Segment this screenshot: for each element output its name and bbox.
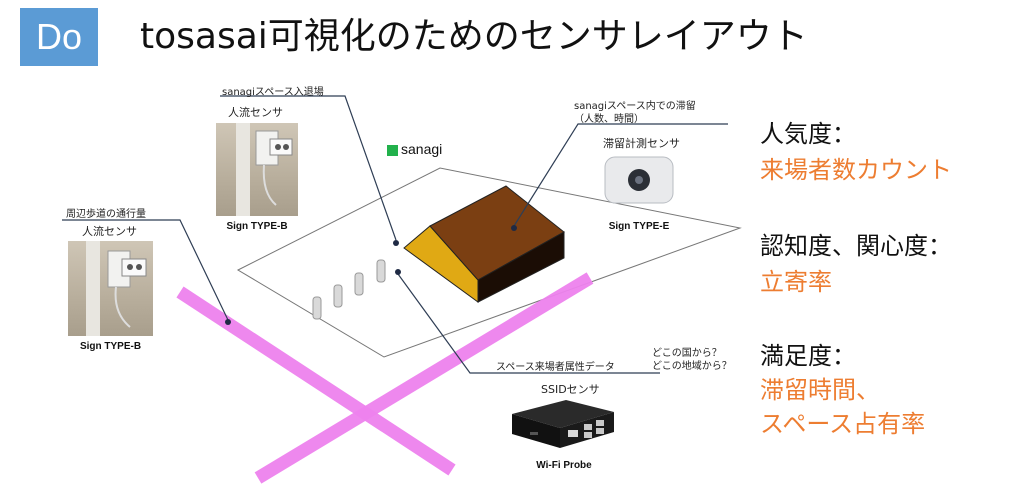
stay-callout-dot <box>511 225 517 231</box>
sensor-caption-type-b-top: Sign TYPE-B <box>226 221 288 232</box>
sensor-caption-wifi-probe: Wi-Fi Probe <box>536 460 592 471</box>
sanagi-logo-text: sanagi <box>401 141 443 157</box>
metric-satisfaction-heading: 満足度： <box>760 342 856 370</box>
questions-line1: どこの国から？ <box>652 348 722 359</box>
entry-callout: sanagiスペース入退場 <box>222 87 324 98</box>
metric-popularity-heading: 人気度： <box>760 120 856 148</box>
sensor-photo-type-b-top <box>216 123 298 216</box>
sensor-device-icon <box>86 241 147 336</box>
sensor-caption-type-e: Sign TYPE-E <box>608 221 670 232</box>
metric-awareness-value: 立寄率 <box>760 268 832 296</box>
entry-callout-dot <box>393 240 399 246</box>
metric-awareness-heading: 認知度、関心度： <box>760 232 952 260</box>
wifi-probe-device-icon <box>512 400 614 448</box>
sensor-caption-type-b-left: Sign TYPE-B <box>79 341 142 352</box>
sensor-photo-type-e <box>603 153 675 207</box>
ssid-sensor-label: SSIDセンサ <box>541 383 600 396</box>
traffic-callout-line <box>62 219 229 321</box>
do-badge: Do <box>20 8 98 66</box>
sanagi-logo-square <box>387 145 398 156</box>
people-flow-sensor-left-label: 人流センサ <box>82 225 137 238</box>
sensor-device-icon <box>236 123 293 216</box>
attributes-callout: スペース来場者属性データ <box>496 362 615 373</box>
stay-callout-line1: sanagiスペース内での滞留 <box>574 101 696 112</box>
sanagi-building <box>403 185 565 303</box>
traffic-callout: 周辺歩道の通行量 <box>66 209 146 220</box>
metric-satisfaction-value-line2: スペース占有率 <box>760 410 926 438</box>
camera-sensor-icon <box>604 156 674 204</box>
people-flow-sensor-top-label: 人流センサ <box>228 106 283 119</box>
page-title: tosasai可視化のためのセンサレイアウト <box>140 16 808 57</box>
entry-callout-line <box>220 95 397 241</box>
pole-markers <box>312 259 386 320</box>
metric-popularity-value: 来場者数カウント <box>760 156 952 184</box>
metric-satisfaction-value-line1: 滞留時間、 <box>760 376 880 404</box>
sensor-photo-wifi-probe <box>506 396 618 454</box>
sensor-photo-type-b-left <box>68 241 153 336</box>
traffic-callout-dot <box>225 319 231 325</box>
questions-line2: どこの地域から？ <box>652 361 732 372</box>
road-cross-line-2 <box>254 272 594 484</box>
stay-callout-line2: （人数、時間） <box>574 114 644 125</box>
attributes-callout-line <box>397 273 660 374</box>
stay-callout-line <box>513 123 728 227</box>
stay-sensor-label: 滞留計測センサ <box>603 137 680 150</box>
attributes-callout-dot <box>395 269 401 275</box>
